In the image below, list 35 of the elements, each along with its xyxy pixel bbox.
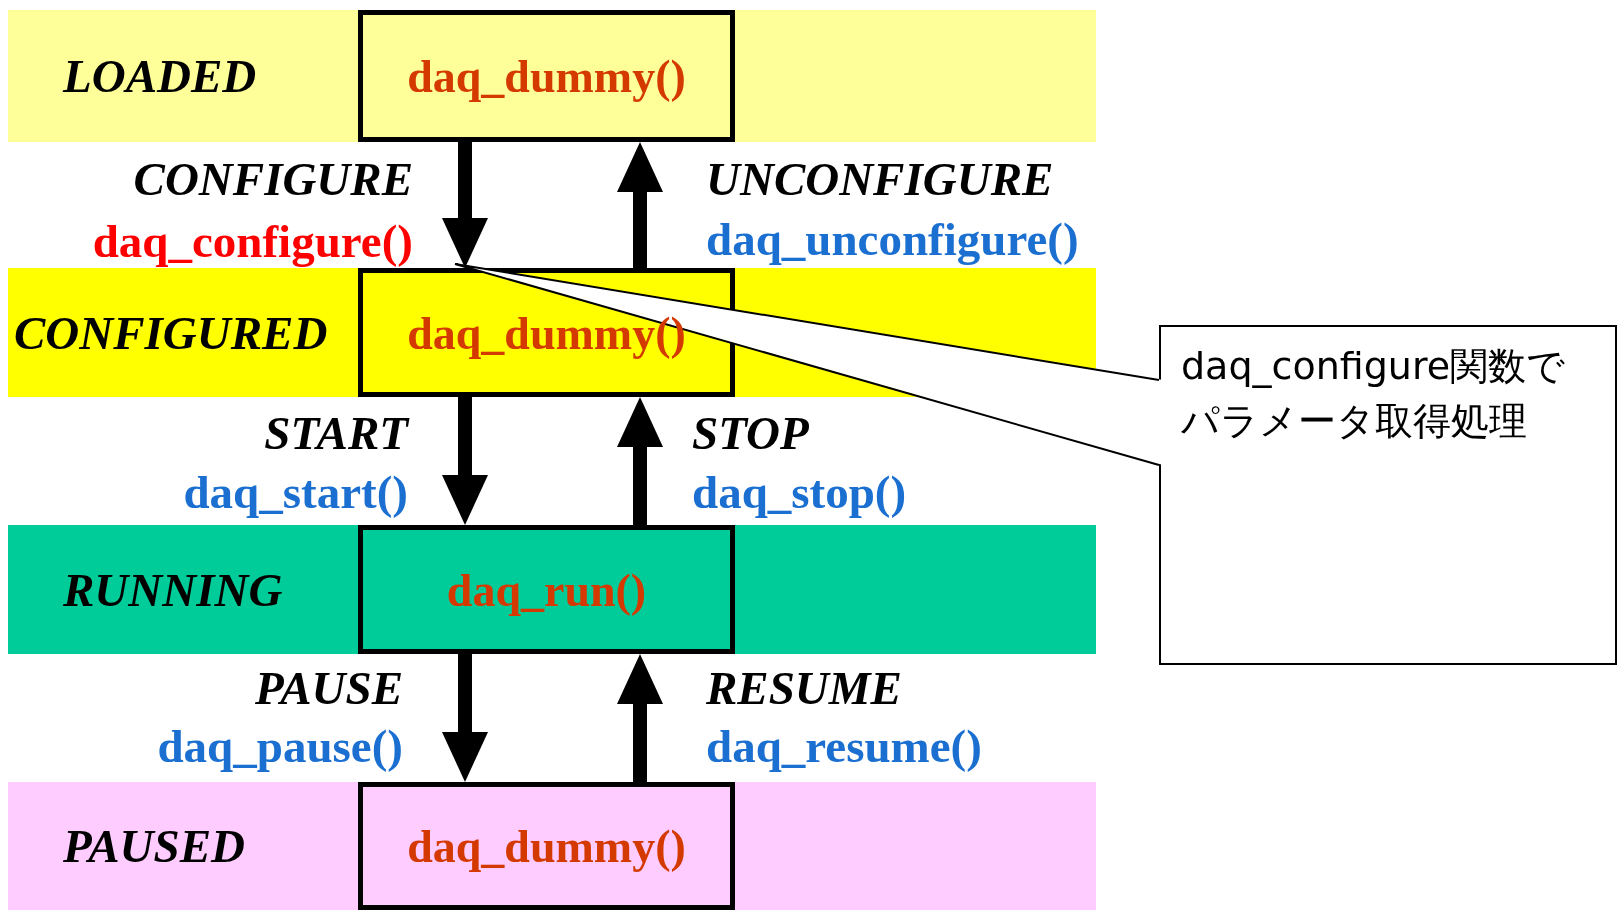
transition-name: RESUME xyxy=(706,665,902,712)
function-name: daq_pause() xyxy=(157,723,403,770)
state-name: PAUSED xyxy=(63,819,245,873)
transition-name: CONFIGURE xyxy=(133,156,413,203)
transition-arrow xyxy=(442,142,488,268)
callout-text: daq_configure関数でパラメータ取得処理 xyxy=(1181,343,1567,446)
state-band xyxy=(8,525,1096,654)
transition-arrow xyxy=(617,654,663,782)
state-band xyxy=(8,782,1096,910)
function-name: daq_start() xyxy=(183,469,408,516)
state-name: RUNNING xyxy=(63,562,283,617)
transition-arrow xyxy=(442,654,488,782)
function-name: daq_dummy() xyxy=(406,49,687,103)
function-name: daq_configure() xyxy=(92,218,413,265)
callout-pointer xyxy=(454,263,1163,466)
transition-arrow xyxy=(617,142,663,268)
function-box xyxy=(358,525,735,654)
transition-arrow xyxy=(617,397,663,525)
state-name: CONFIGURED xyxy=(14,305,328,360)
transition-name: START xyxy=(264,410,408,457)
function-name: daq_unconfigure() xyxy=(706,216,1079,263)
transition-name: PAUSE xyxy=(255,665,403,712)
transition-arrow xyxy=(442,397,488,525)
function-box xyxy=(358,782,735,910)
state-band xyxy=(8,10,1096,142)
function-box xyxy=(358,10,735,142)
transition-name: UNCONFIGURE xyxy=(706,156,1054,203)
function-name: daq_dummy() xyxy=(406,306,687,359)
transition-name: STOP xyxy=(692,410,809,457)
state-name: LOADED xyxy=(63,49,257,103)
callout-box xyxy=(1159,325,1617,665)
function-name: daq_resume() xyxy=(706,723,982,770)
function-name: daq_stop() xyxy=(692,469,907,516)
function-name: daq_run() xyxy=(445,563,648,616)
function-name: daq_dummy() xyxy=(406,819,687,873)
